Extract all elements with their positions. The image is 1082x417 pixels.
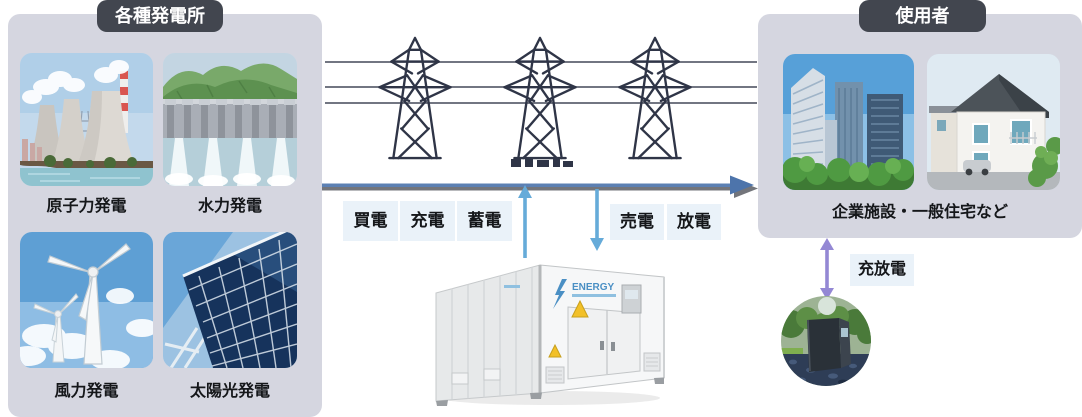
users-panel-badge: 使用者 xyxy=(859,0,986,32)
pylon-icon xyxy=(503,36,577,160)
users-caption: 企業施設・一般住宅など xyxy=(831,204,1008,221)
hydro-dam-photo xyxy=(163,53,297,186)
flow-label-discharge: 放電 xyxy=(667,204,721,240)
charge-discharge-label: 充放電 xyxy=(850,254,914,286)
battery-to-grid-arrow xyxy=(518,185,532,258)
power-flow-arrow xyxy=(322,175,758,198)
flow-label-charge: 充電 xyxy=(400,201,455,241)
solar-panel-photo xyxy=(163,232,297,368)
plants-panel-badge: 各種発電所 xyxy=(97,0,223,32)
plant-label-wind: 風力発電 xyxy=(54,383,119,400)
pylon-icon xyxy=(618,36,692,160)
grid-to-battery-arrow xyxy=(590,189,604,251)
transmission-towers-illustration xyxy=(325,36,757,167)
pylon-icon xyxy=(378,36,452,160)
plant-label-hydro: 水力発電 xyxy=(197,198,262,215)
nuclear-plant-photo xyxy=(20,53,153,186)
substation-icon xyxy=(511,157,573,167)
charge-discharge-arrow xyxy=(820,238,834,300)
office-buildings-photo xyxy=(783,54,914,190)
house-photo xyxy=(927,54,1060,190)
bolt-icon xyxy=(553,279,567,309)
battery-container-illustration: ENERGY xyxy=(435,264,665,406)
flow-label-store: 蓄電 xyxy=(457,201,512,241)
warning-triangle-icon xyxy=(548,299,589,358)
plant-label-nuclear: 原子力発電 xyxy=(46,198,127,215)
plant-label-solar: 太陽光発電 xyxy=(189,383,270,400)
flow-label-sell: 売電 xyxy=(610,204,664,240)
battery-brand-text: ENERGY xyxy=(572,282,615,293)
wind-turbine-photo xyxy=(20,232,153,368)
flow-label-buy: 買電 xyxy=(343,201,398,241)
home-battery-photo xyxy=(781,296,871,386)
